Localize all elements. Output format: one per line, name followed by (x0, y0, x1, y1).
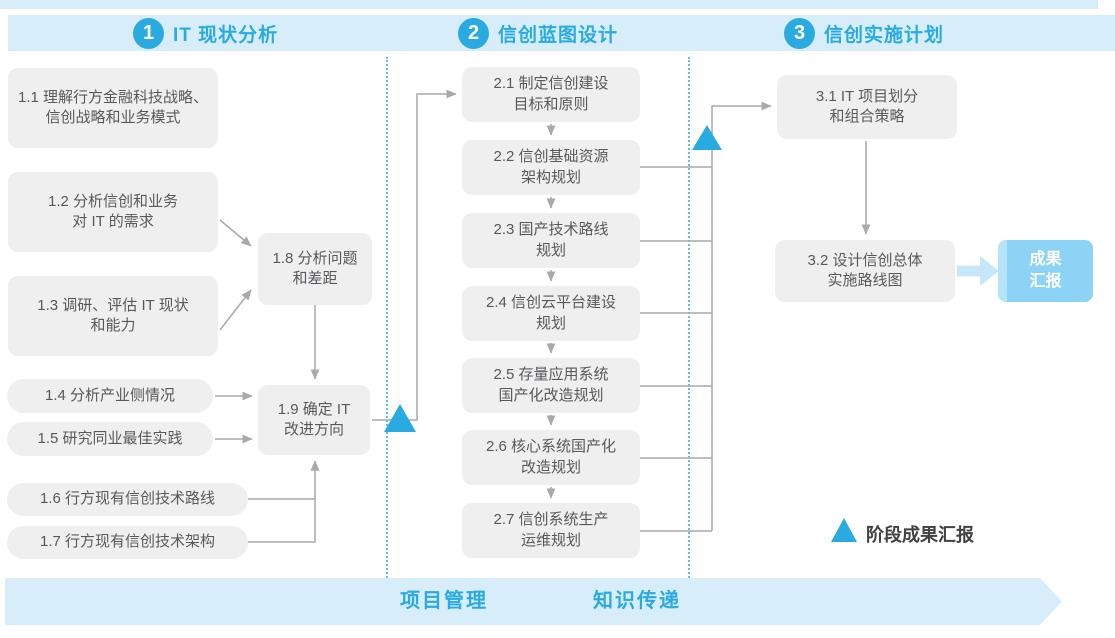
task-box-1-4: 1.4 分析产业侧情况 (7, 379, 213, 413)
task-box-2-4: 2.4 信创云平台建设 规划 (462, 286, 640, 341)
legend-label: 阶段成果汇报 (866, 525, 974, 545)
phase-2-header-band: 2 信创蓝图设计 (396, 15, 754, 51)
phase-2-title: 信创蓝图设计 (498, 24, 619, 46)
task-box-1-3: 1.3 调研、评估 IT 现状 和能力 (8, 276, 218, 356)
top-accent-strip (0, 0, 1098, 9)
fat-arrow-icon (957, 256, 999, 286)
bottom-label-project-management: 项目管理 (400, 590, 488, 612)
task-box-2-6: 2.6 核心系统国产化 改造规划 (462, 430, 640, 485)
phase-separator-dotted-line-1 (386, 57, 388, 578)
phase-2-number-badge: 2 (458, 18, 489, 49)
task-box-3-1: 3.1 IT 项目划分 和组合策略 (777, 75, 957, 139)
phase-3-number-badge: 3 (784, 18, 815, 49)
task-box-2-1: 2.1 制定信创建设 目标和原则 (462, 67, 640, 122)
task-box-2-7: 2.7 信创系统生产 运维规划 (462, 503, 640, 558)
task-box-1-5: 1.5 研究同业最佳实践 (7, 422, 213, 456)
phase-1-number-badge: 1 (133, 18, 164, 49)
task-box-1-8: 1.8 分析问题 和差距 (258, 233, 372, 305)
bottom-support-band: 项目管理 知识传递 (5, 578, 1062, 625)
task-box-2-3: 2.3 国产技术路线 规划 (462, 213, 640, 268)
task-box-2-2: 2.2 信创基础资源 架构规划 (462, 140, 640, 195)
phase-1-title: IT 现状分析 (173, 24, 279, 46)
task-box-1-6: 1.6 行方现有信创技术路线 (7, 483, 248, 516)
bottom-label-knowledge-transfer: 知识传递 (593, 590, 681, 612)
phase-3-header-band: 3 信创实施计划 (696, 15, 1115, 51)
legend-triangle-icon (831, 518, 857, 542)
phase-3-title: 信创实施计划 (824, 24, 945, 46)
milestone-triangle-icon-phase-1 (384, 404, 416, 432)
task-box-1-2: 1.2 分析信创和业务 对 IT 的需求 (8, 172, 218, 252)
task-box-3-2: 3.2 设计信创总体 实施路线图 (775, 240, 955, 302)
task-box-2-5: 2.5 存量应用系统 国产化改造规划 (462, 358, 640, 413)
task-box-1-9: 1.9 确定 IT 改进方向 (258, 385, 370, 455)
task-box-1-1: 1.1 理解行方金融科技战略、 信创战略和业务模式 (8, 68, 218, 148)
phase-separator-dotted-line-2 (688, 57, 690, 578)
result-report-box: 成果 汇报 (998, 240, 1093, 302)
task-box-1-7: 1.7 行方现有信创技术架构 (7, 526, 248, 559)
milestone-triangle-icon-phase-2 (692, 125, 722, 150)
